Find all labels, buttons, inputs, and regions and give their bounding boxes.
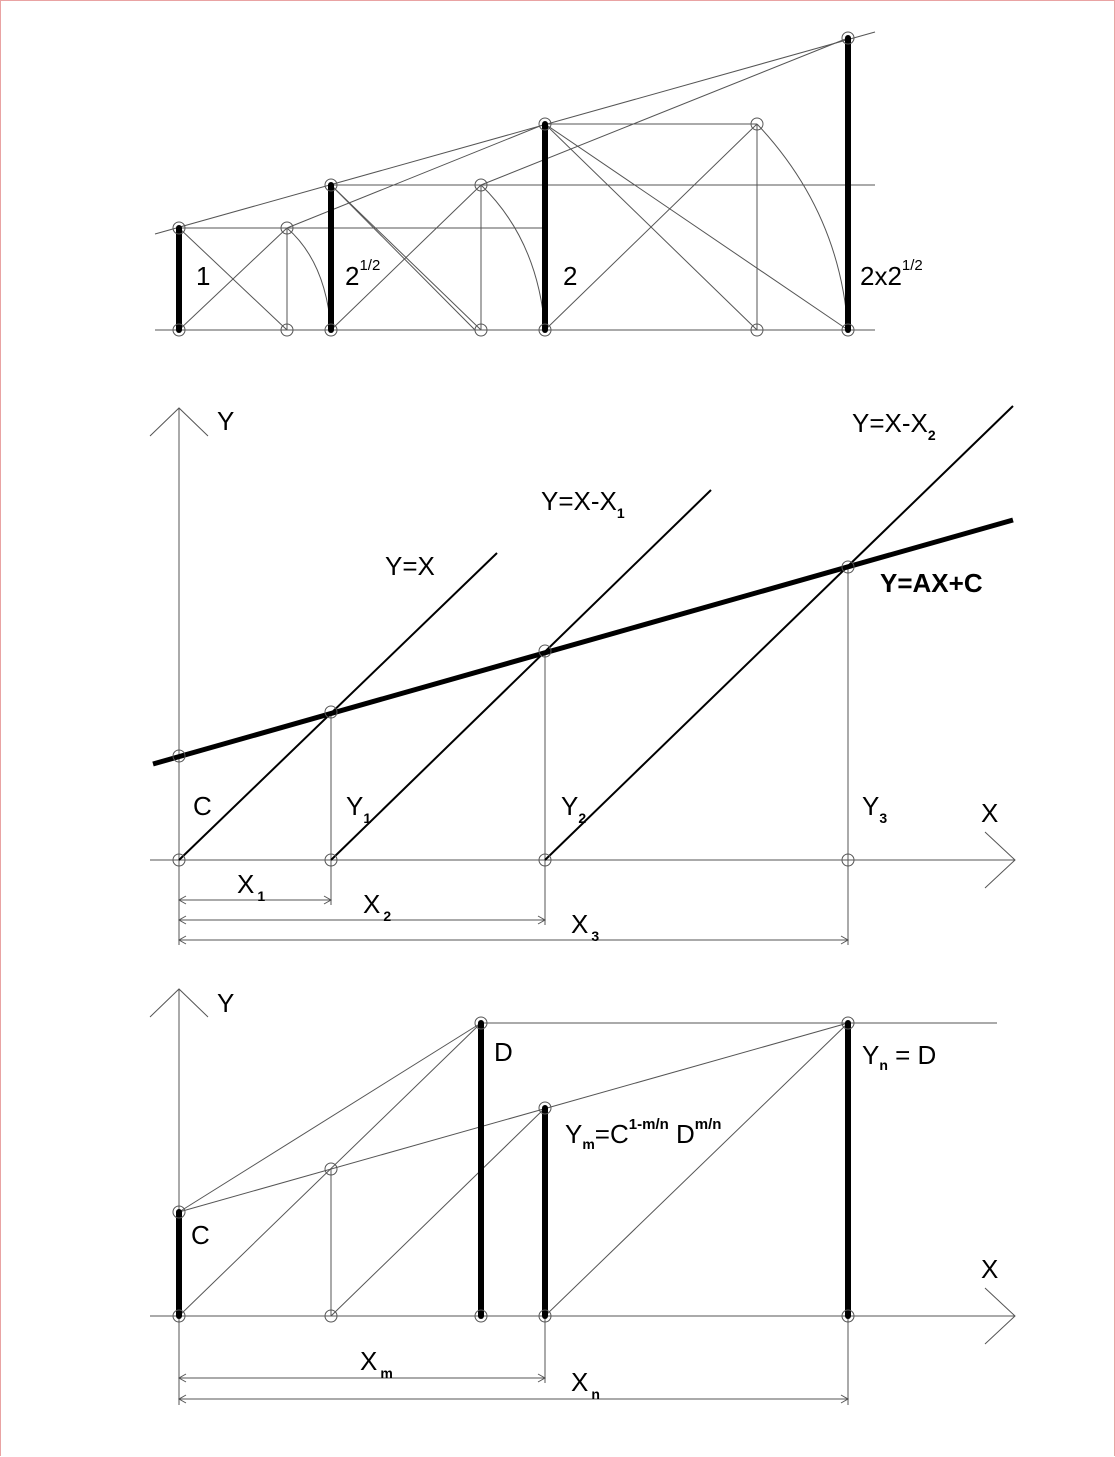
label-d: D [494,1037,513,1067]
top-arc-2 [480,184,546,331]
top-arc-3 [756,123,849,331]
bottom-node-markers [172,1016,855,1323]
top-diagonal [178,227,288,331]
bottom-x-arrow [984,1287,1016,1345]
middle-y-axis-label: Y [217,406,234,436]
label-c-bottom: C [191,1220,210,1250]
line-y-x-minus-x1 [330,489,712,861]
top-slope-line [154,31,876,235]
bottom-x-axis-label: X [981,1254,998,1284]
label-y-x-minus-x1: Y=X-X1 [541,486,625,521]
top-arc-1 [286,227,332,331]
top-long-diagonal [480,37,849,186]
label-y-ax-plus-c: Y=AX+C [880,568,983,598]
top-long-diagonal [330,184,476,331]
label-root2: 21/2 [345,257,380,291]
bottom-diagonal-1 [178,1022,482,1317]
middle-y-arrow [149,407,209,437]
line-y-ax-plus-c [152,517,1014,767]
top-long-diagonal [544,123,849,331]
line-y-equals-x [178,552,498,861]
bottom-line-c-yn [178,1022,849,1213]
label-2root2: 2x21/2 [860,257,923,291]
label-one: 1 [196,261,210,291]
label-two: 2 [563,261,577,291]
bottom-y-arrow [149,988,209,1018]
middle-figure: Y X Y=X Y=X-X1 Y=X-X2 Y=AX+C C Y1 Y2 Y3 … [149,405,1016,945]
line-y-x-minus-x2 [544,405,1014,861]
middle-node-markers [172,560,855,867]
label-y-x-minus-x2: Y=X-X2 [852,408,936,443]
top-diagonal [544,123,758,331]
label-yn-equals-d: Yn = D [862,1040,936,1073]
label-y3: Y3 [862,791,887,826]
top-diagonal [330,184,482,331]
label-ym-formula: Ym=C1-m/n Dm/n [565,1116,721,1152]
label-y2: Y2 [561,791,586,826]
middle-x-axis-label: X [981,798,998,828]
top-long-diagonal [286,123,546,229]
bottom-y-axis-label: Y [217,988,234,1018]
bottom-diagonal-3 [544,1022,849,1317]
top-node-markers [172,31,855,337]
top-figure: 1 21/2 2 2x21/2 [154,31,923,337]
middle-x-arrow [984,831,1016,889]
label-c: C [193,791,212,821]
bottom-diagonal-2 [330,1107,546,1317]
label-y1: Y1 [346,791,371,826]
bottom-line-c-d [178,1022,482,1213]
label-y-equals-x: Y=X [385,551,435,581]
